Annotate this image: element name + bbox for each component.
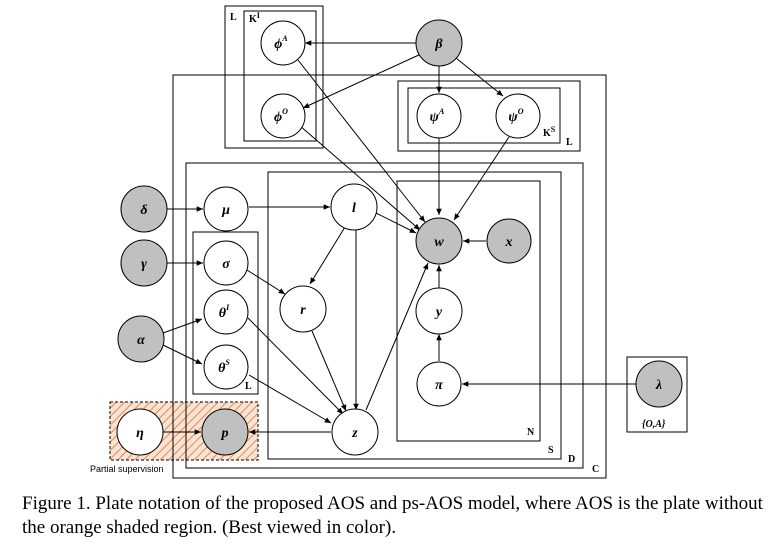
node-l: l — [330, 183, 378, 231]
plate-d — [185, 162, 584, 469]
partial-supervision-label: Partial supervision — [90, 464, 164, 474]
plate-phi-outer — [224, 5, 324, 149]
node-phi-a: ϕA — [260, 20, 306, 66]
plate-psi-outer — [397, 80, 581, 152]
svg-text:w: w — [434, 235, 444, 250]
plate-s — [267, 171, 562, 460]
svg-text:θS: θS — [218, 358, 230, 376]
plate-n-label: N — [527, 427, 535, 438]
node-x: x — [486, 218, 532, 264]
plate-theta-label: L — [245, 381, 252, 392]
svg-text:θI: θI — [219, 303, 230, 321]
nodes: β ϕA ϕO ψA ψO δ μ l w x γ σ r y α θI θS … — [116, 19, 683, 456]
edge-sigma-r — [246, 269, 286, 295]
edge-theta-i-z — [247, 317, 344, 415]
svg-text:π: π — [435, 378, 443, 393]
svg-text:ϕO: ϕO — [274, 107, 288, 125]
svg-text:η: η — [136, 426, 144, 441]
plate-lambda — [626, 356, 688, 433]
svg-text:y: y — [434, 305, 443, 320]
plate-phi-outer-label: L — [230, 12, 237, 23]
edge-theta-s-z — [248, 374, 332, 424]
node-theta-s: θS — [203, 344, 249, 390]
svg-text:ψO: ψO — [508, 107, 523, 125]
figure-caption: Figure 1. Plate notation of the proposed… — [22, 493, 763, 538]
node-r: r — [279, 285, 327, 333]
edges — [162, 40, 636, 435]
svg-text:r: r — [300, 303, 306, 318]
plate-c-label: C — [592, 464, 599, 475]
svg-text:α: α — [137, 333, 145, 348]
plate-lambda-label: {O,A} — [642, 419, 666, 430]
svg-text:l: l — [352, 201, 356, 216]
plate-d-label: D — [568, 454, 575, 465]
edge-psi-o-w — [453, 136, 510, 221]
svg-text:β: β — [434, 37, 443, 52]
plate-s-label: S — [548, 445, 554, 456]
node-pi: π — [416, 361, 462, 407]
node-theta-i: θI — [203, 289, 249, 335]
node-alpha: α — [117, 315, 165, 363]
node-psi-a: ψA — [416, 93, 462, 139]
node-phi-o: ϕO — [260, 93, 306, 139]
edge-phi-a-w — [297, 59, 426, 223]
node-mu: μ — [203, 186, 249, 232]
svg-text:λ: λ — [655, 378, 662, 393]
svg-text:γ: γ — [141, 257, 147, 272]
plate-psi-inner-label: KS — [543, 125, 556, 139]
node-gamma: γ — [120, 239, 168, 287]
edge-r-z — [311, 330, 347, 412]
svg-text:x: x — [505, 235, 513, 250]
node-w: w — [415, 217, 463, 265]
node-p: p — [201, 408, 249, 456]
plate-psi-outer-label: L — [566, 137, 573, 148]
node-lambda: λ — [635, 360, 683, 408]
edge-z-w — [365, 262, 429, 411]
plate-c — [172, 74, 607, 479]
plate-phi-inner-label: KI — [249, 11, 260, 25]
edge-alpha-theta-i — [162, 318, 203, 334]
svg-text:z: z — [351, 426, 358, 441]
node-z: z — [331, 408, 379, 456]
node-psi-o: ψO — [495, 93, 541, 139]
node-sigma: σ — [203, 240, 249, 286]
node-delta: δ — [120, 185, 168, 233]
svg-text:σ: σ — [222, 257, 230, 272]
svg-text:p: p — [221, 426, 229, 441]
node-eta: η — [116, 408, 164, 456]
plate-theta — [192, 231, 259, 395]
edge-beta-phi-o — [302, 53, 422, 109]
edge-alpha-theta-s — [162, 344, 203, 365]
plate-phi-inner — [243, 10, 317, 142]
edge-beta-psi-o — [455, 57, 504, 97]
svg-text:δ: δ — [140, 203, 147, 218]
plate-psi-inner — [407, 87, 561, 144]
node-beta: β — [415, 19, 463, 67]
edge-l-w — [375, 212, 417, 234]
plate-diagram: Partial supervision C D S N L L KI L KS … — [90, 5, 688, 479]
svg-text:ϕA: ϕA — [274, 34, 288, 52]
edge-phi-o-w — [298, 124, 421, 231]
node-y: y — [415, 287, 463, 335]
edge-l-r — [309, 226, 346, 285]
svg-text:ψA: ψA — [430, 107, 445, 125]
svg-text:μ: μ — [221, 203, 230, 218]
plate-n — [396, 180, 541, 442]
